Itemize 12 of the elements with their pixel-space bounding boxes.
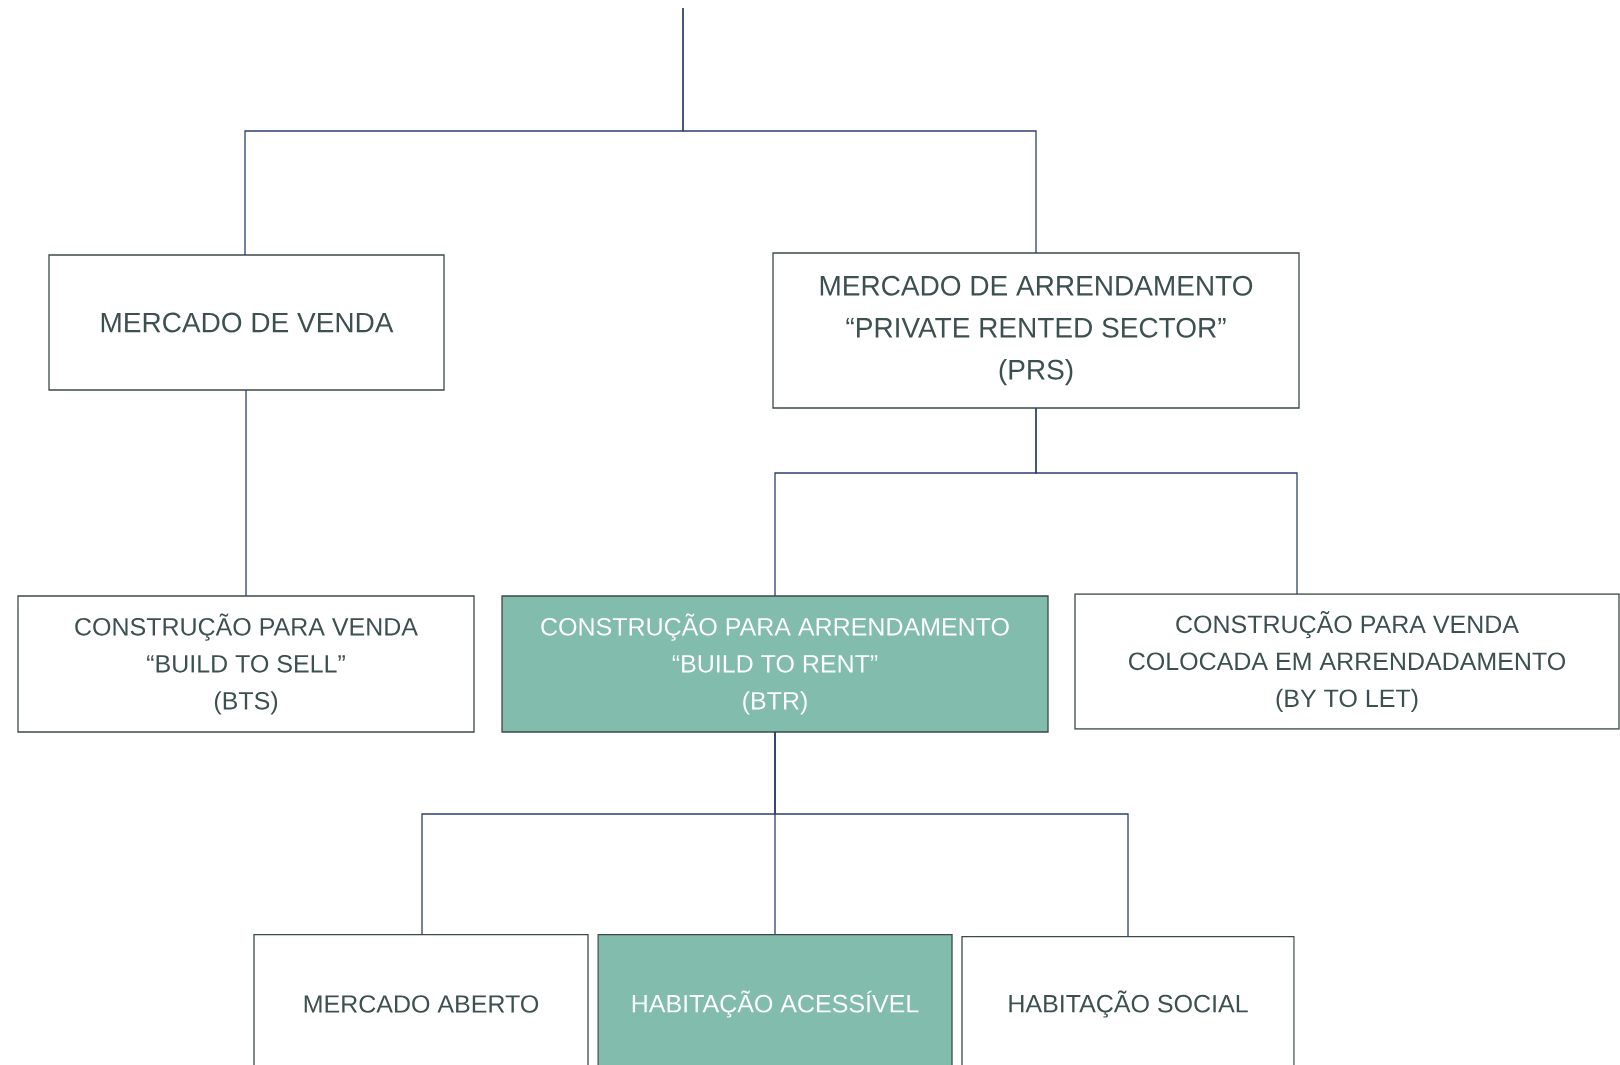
- category-box: CONSTRUÇÃO PARA VENDA COLOCADA EM ARRENDADAMENTO (BY TO LET): [1074, 593, 1620, 730]
- category-box: CONSTRUÇÃO PARA VENDA “BUILD TO SELL” (BTS): [17, 595, 475, 733]
- connector-line: [682, 7, 1037, 254]
- category-box: MERCADO DE VENDA: [48, 254, 445, 391]
- category-box: MERCADO DE ARRENDAMENTO “PRIVATE RENTED SECTOR” (PRS): [772, 252, 1300, 409]
- highlighted-box: CONSTRUÇÃO PARA ARRENDAMENTO “BUILD TO RENT” (BTR): [501, 595, 1049, 733]
- highlighted-box: HABITAÇÃO ACESSÍVEL: [597, 934, 953, 1065]
- connector-line: [245, 389, 247, 597]
- category-box: MERCADO ABERTO: [253, 934, 589, 1065]
- category-box: HABITAÇÃO SOCIAL: [961, 936, 1295, 1065]
- connector-line: [774, 731, 1129, 937]
- connector-line: [1035, 407, 1298, 595]
